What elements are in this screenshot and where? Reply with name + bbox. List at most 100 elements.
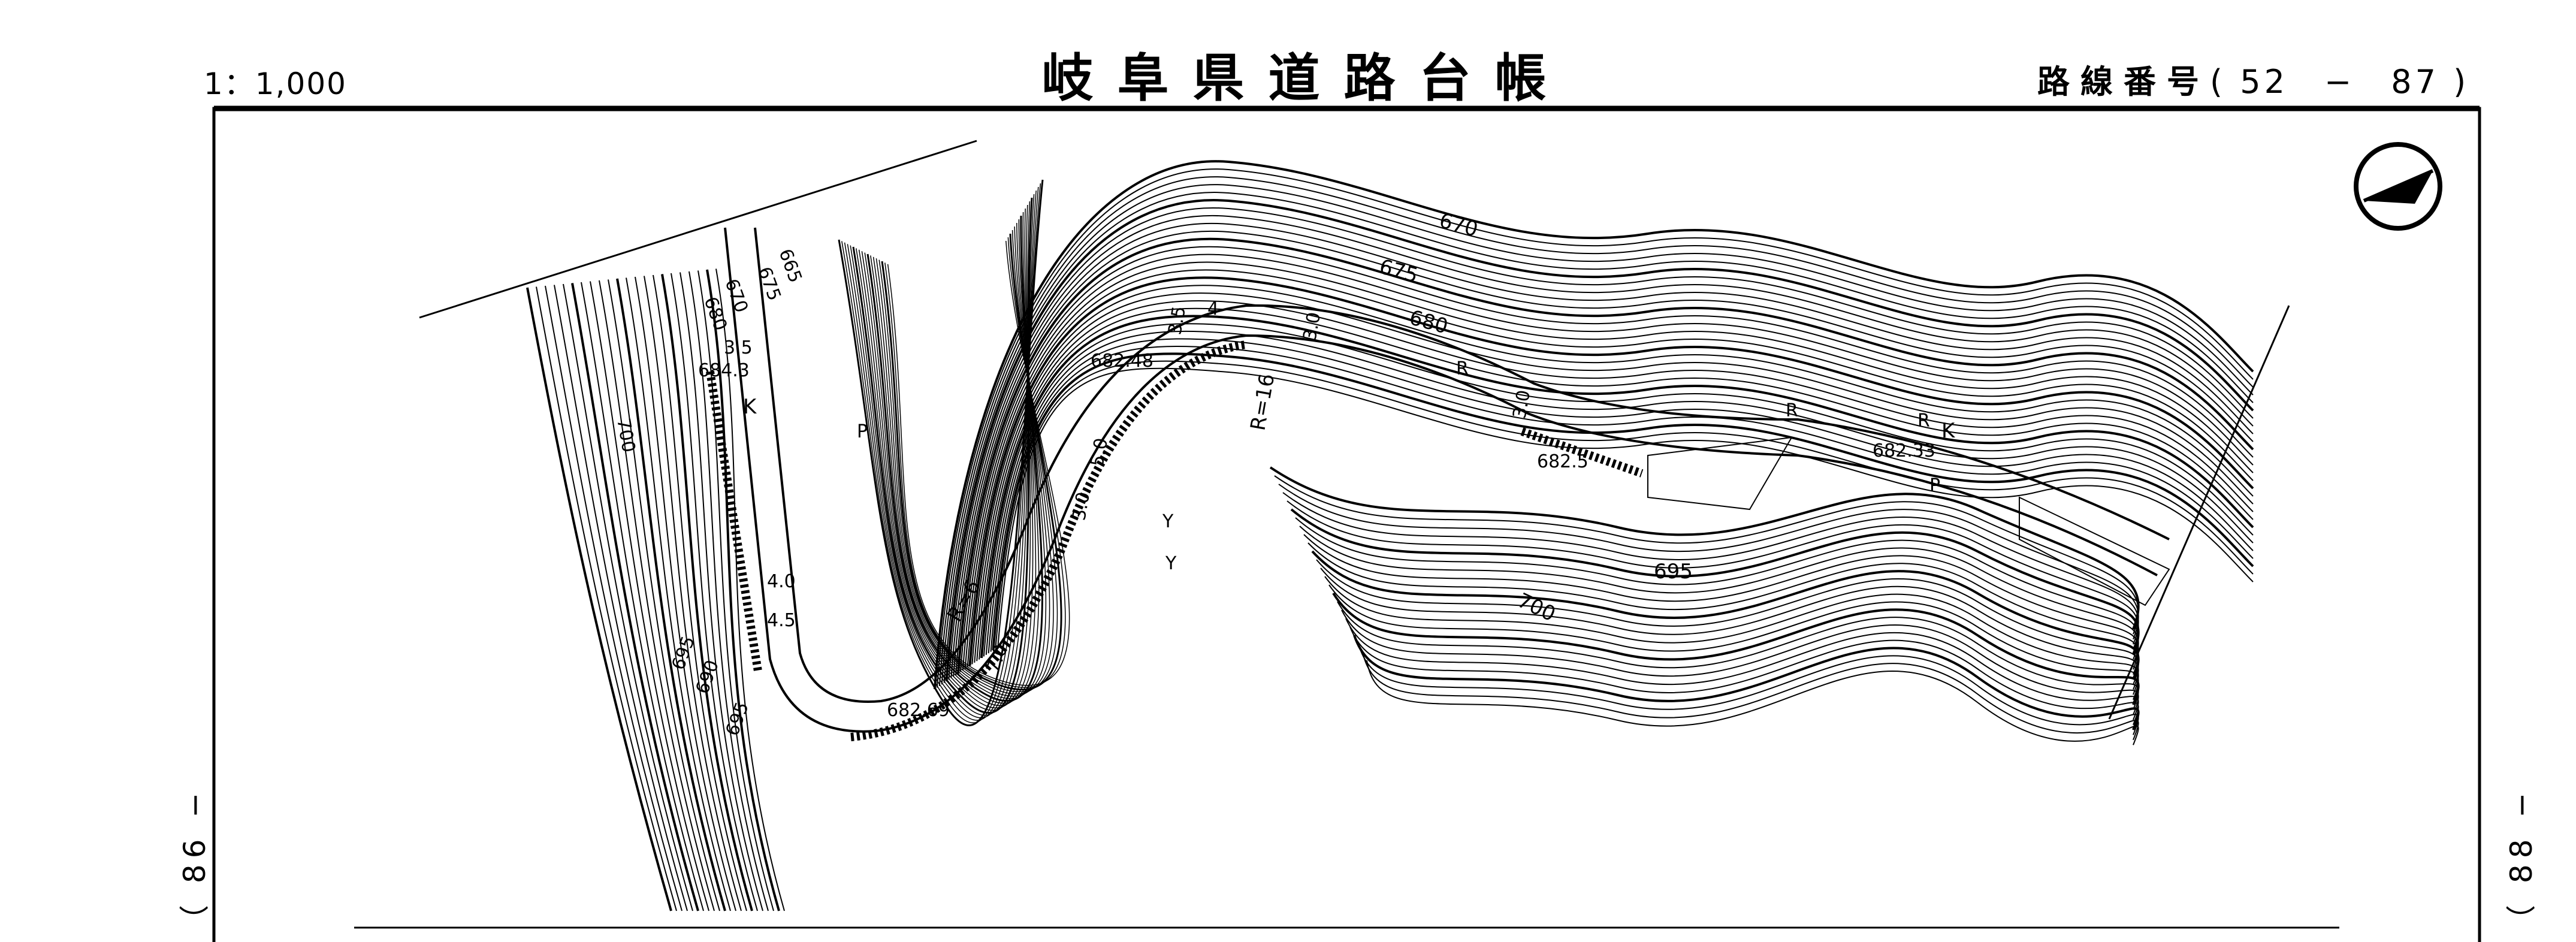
elevation-label: 682.48 bbox=[1091, 351, 1153, 372]
width-label: 3.5 bbox=[724, 337, 753, 358]
contour-line bbox=[1307, 542, 2139, 675]
map-symbol: R bbox=[1456, 358, 1469, 379]
contour-line bbox=[599, 280, 715, 911]
contour-line bbox=[715, 268, 785, 911]
contour-line bbox=[953, 222, 2254, 677]
contour-line bbox=[1287, 500, 2139, 650]
elevation-label: 682.69 bbox=[887, 700, 950, 721]
contour-line bbox=[1324, 576, 2139, 695]
contour-line bbox=[554, 285, 688, 911]
contour-line bbox=[938, 176, 2254, 686]
contour-line bbox=[536, 286, 677, 911]
contour-line bbox=[1332, 592, 2140, 705]
contour-line bbox=[1366, 660, 2139, 745]
contour-line bbox=[943, 192, 2254, 683]
map-labels: 670 675 680 695 700 670 675 680 665 700 … bbox=[612, 209, 1956, 739]
contour-line bbox=[976, 300, 2254, 662]
map-symbol: K bbox=[743, 395, 757, 419]
contour-label: 675 bbox=[1377, 255, 1421, 288]
crosshatch-area bbox=[1647, 436, 2170, 606]
contour-line bbox=[858, 204, 1034, 708]
width-label: 3.0 bbox=[1299, 310, 1325, 342]
width-label: 3.0 bbox=[1509, 388, 1535, 420]
contour-line bbox=[688, 271, 769, 911]
contour-line bbox=[964, 261, 2254, 669]
contour-line bbox=[948, 207, 2254, 680]
contour-line bbox=[1311, 550, 2140, 680]
elevation-label: 682.33 bbox=[1873, 440, 1935, 461]
map-symbol: Y bbox=[1165, 553, 1177, 574]
contour-line bbox=[980, 315, 2254, 659]
contour-line bbox=[581, 282, 704, 911]
contour-line bbox=[1345, 618, 2139, 720]
contour-line bbox=[1282, 492, 2139, 645]
map-scale: 1：1,000 bbox=[204, 67, 347, 101]
contour-line bbox=[545, 285, 682, 911]
contour-line bbox=[884, 237, 1066, 689]
route-number: 路線番号( 52 − 87 ) bbox=[2037, 63, 2470, 101]
contour-line bbox=[974, 292, 2254, 663]
contour-line bbox=[1299, 526, 2139, 665]
contour-line bbox=[1362, 651, 2139, 741]
contour-line bbox=[526, 287, 672, 911]
width-label: 4.0 bbox=[767, 571, 796, 592]
contour-line bbox=[985, 330, 2254, 655]
contour-label: 680 bbox=[1407, 306, 1451, 339]
radius-label: R=16 bbox=[1246, 372, 1279, 433]
contour-line bbox=[1274, 475, 2139, 635]
contour-line bbox=[1295, 517, 2139, 660]
contour-line bbox=[957, 237, 2254, 674]
contour-label: 680 bbox=[699, 294, 730, 334]
contour-line bbox=[590, 281, 709, 911]
contour-line bbox=[872, 222, 1050, 697]
contour-line bbox=[680, 272, 763, 911]
contour-line bbox=[608, 279, 720, 911]
route-number-value: 52 − 87 bbox=[2240, 63, 2439, 101]
contour-line bbox=[934, 160, 2254, 690]
contour-line bbox=[661, 274, 753, 911]
contour-line bbox=[571, 283, 699, 911]
contour-line bbox=[841, 183, 1041, 723]
contour-line bbox=[856, 201, 1031, 711]
width-label: 3.0 bbox=[1068, 490, 1094, 522]
contour-line bbox=[875, 226, 1054, 695]
width-label: 5.0 bbox=[1086, 436, 1112, 468]
elevation-label: 682.5 bbox=[1537, 451, 1589, 472]
width-label: 4 bbox=[1207, 298, 1219, 319]
north-arrow-icon bbox=[2354, 142, 2442, 231]
contour-label: 700 bbox=[1514, 588, 1559, 627]
contour-line bbox=[1278, 484, 2139, 640]
contour-line bbox=[706, 269, 780, 911]
contour-line bbox=[936, 168, 2254, 688]
map-symbol: Y bbox=[1162, 511, 1174, 532]
contour-line bbox=[847, 190, 1037, 718]
contour-line bbox=[870, 219, 1047, 699]
contour-line bbox=[1269, 466, 2140, 630]
contour-line bbox=[838, 179, 1044, 726]
contour-line bbox=[971, 285, 2254, 665]
contour-line bbox=[1353, 635, 2140, 730]
contour-line bbox=[671, 273, 758, 911]
contour-line bbox=[626, 277, 731, 911]
contour-line bbox=[616, 278, 726, 911]
map-symbol: K bbox=[1941, 419, 1956, 443]
contour-line bbox=[945, 199, 2254, 682]
route-label: 路線番号 bbox=[2037, 63, 2210, 101]
elevation-label: 684.3 bbox=[698, 360, 750, 381]
map-symbol: R bbox=[1786, 400, 1798, 421]
contour-line bbox=[1320, 567, 2139, 690]
contour-line bbox=[887, 240, 1070, 686]
map-symbol: R bbox=[1917, 410, 1930, 431]
map-boundary-line bbox=[419, 140, 977, 319]
contour-line bbox=[1337, 601, 2139, 710]
contour-line bbox=[653, 274, 747, 911]
contour-line bbox=[955, 230, 2254, 675]
contour-line bbox=[866, 215, 1043, 702]
contour-line bbox=[1358, 643, 2139, 735]
contour-line bbox=[861, 208, 1037, 707]
contour-line bbox=[997, 367, 2254, 647]
contour-line bbox=[968, 276, 2254, 666]
contour-label: 695 bbox=[1654, 560, 1693, 584]
contour-line bbox=[962, 253, 2254, 671]
